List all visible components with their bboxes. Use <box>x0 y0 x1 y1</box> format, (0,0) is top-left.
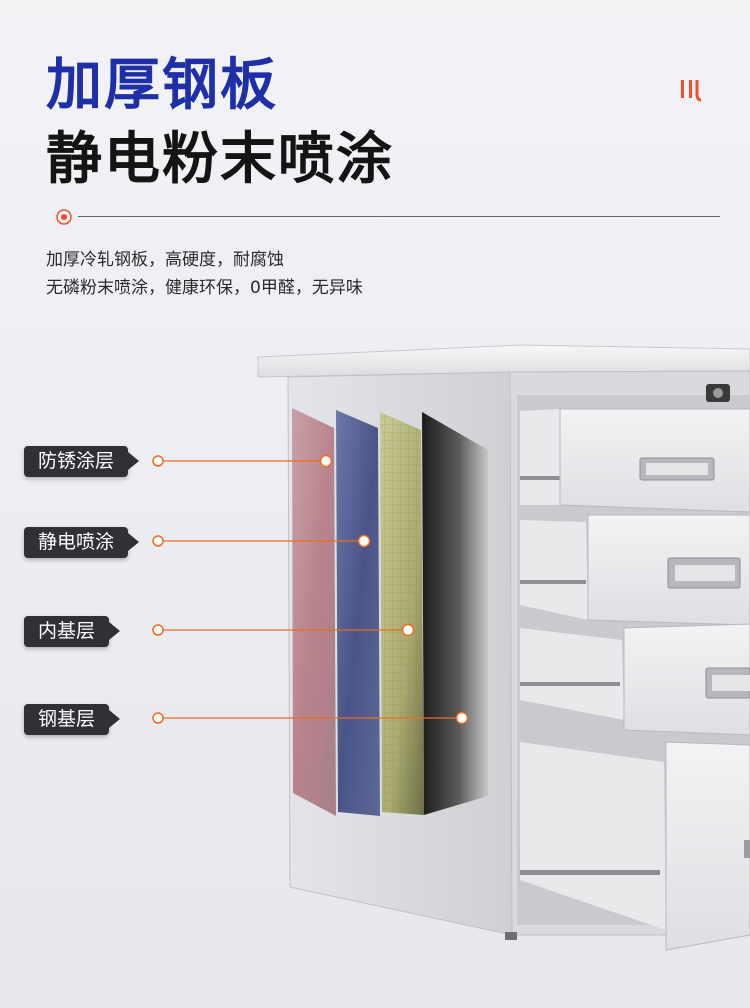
layer-label-inner-base: 内基层 <box>24 616 121 647</box>
layer-label-electrostatic-spray: 静电喷涂 <box>24 527 140 558</box>
description-line-1: 加厚冷轧钢板，高硬度，耐腐蚀 <box>46 250 284 270</box>
description-line-2: 无磷粉末喷涂，健康环保，0甲醛，无异味 <box>46 278 363 298</box>
headline-primary: 加厚钢板 <box>46 53 278 118</box>
headline-secondary: 静电粉末喷涂 <box>46 127 394 192</box>
brand-logo-icon <box>681 80 702 102</box>
layer-label-steel-base: 钢基层 <box>24 704 121 735</box>
layer-label-anti-rust: 防锈涂层 <box>24 446 140 477</box>
section-divider <box>78 216 720 217</box>
target-icon <box>56 209 72 225</box>
